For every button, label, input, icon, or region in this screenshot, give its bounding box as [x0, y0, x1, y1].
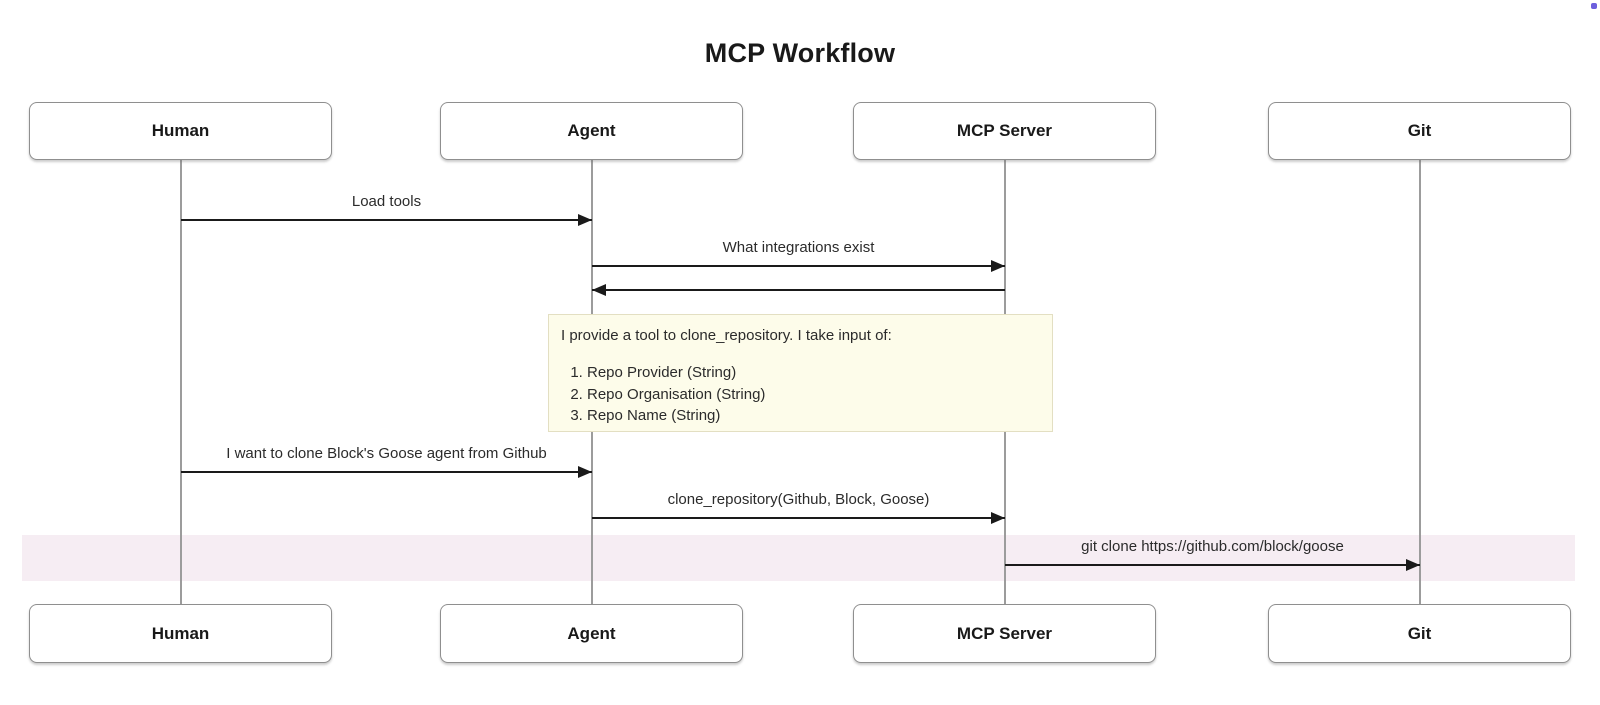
actor-label: Git	[1407, 623, 1432, 643]
message-label-load-tools: Load tools	[351, 193, 422, 210]
message-arrow-clone-request	[181, 466, 592, 478]
actor-git-bottom: Git	[1268, 604, 1571, 663]
actor-label: MCP Server	[956, 121, 1053, 140]
message-arrow-clone-repository	[592, 512, 1005, 524]
diagram-title: MCP Workflow	[704, 38, 896, 68]
lifeline-git	[1419, 160, 1421, 606]
note-list-item: Repo Provider (String)	[587, 363, 1040, 383]
message-arrow-git-clone	[1005, 559, 1420, 571]
arrowhead-right-icon	[1406, 559, 1420, 571]
arrowhead-right-icon	[578, 466, 592, 478]
arrowhead-right-icon	[991, 512, 1005, 524]
arrowhead-left-icon	[592, 284, 606, 296]
actor-mcp-server-top: MCP Server	[853, 102, 1156, 160]
actor-agent-bottom: Agent	[440, 604, 743, 663]
note-box: I provide a tool to clone_repository. I …	[548, 314, 1053, 432]
message-label-what-integrations: What integrations exist	[722, 239, 875, 256]
purple-dot-icon	[1591, 3, 1597, 9]
note-intro: I provide a tool to clone_repository. I …	[561, 327, 892, 344]
note-list: Repo Provider (String) Repo Organisation…	[561, 363, 1040, 426]
message-label-git-clone: git clone https://github.com/block/goose	[1081, 538, 1344, 555]
message-label-clone-repository: clone_repository(Github, Block, Goose)	[667, 491, 930, 508]
message-arrow-what-integrations	[592, 260, 1005, 272]
note-list-item: Repo Name (String)	[587, 406, 1040, 426]
actor-agent-top: Agent	[440, 102, 743, 160]
actor-label: Human	[151, 623, 210, 643]
lifeline-human	[180, 160, 182, 606]
arrowhead-right-icon	[578, 214, 592, 226]
actor-label: Human	[151, 121, 210, 140]
message-arrow-load-tools	[181, 214, 592, 226]
actor-mcp-server-bottom: MCP Server	[853, 604, 1156, 663]
message-label-clone-request: I want to clone Block's Goose agent from…	[226, 445, 547, 462]
highlight-band	[22, 535, 1575, 581]
actor-label: MCP Server	[956, 623, 1053, 643]
actor-human-top: Human	[29, 102, 332, 160]
actor-git-top: Git	[1268, 102, 1571, 160]
actor-label: Agent	[567, 121, 616, 140]
note-list-item: Repo Organisation (String)	[587, 385, 1040, 405]
arrowhead-right-icon	[991, 260, 1005, 272]
actor-label: Git	[1407, 121, 1432, 140]
message-arrow-reply	[592, 284, 1005, 296]
actor-label: Agent	[567, 623, 616, 643]
actor-human-bottom: Human	[29, 604, 332, 663]
